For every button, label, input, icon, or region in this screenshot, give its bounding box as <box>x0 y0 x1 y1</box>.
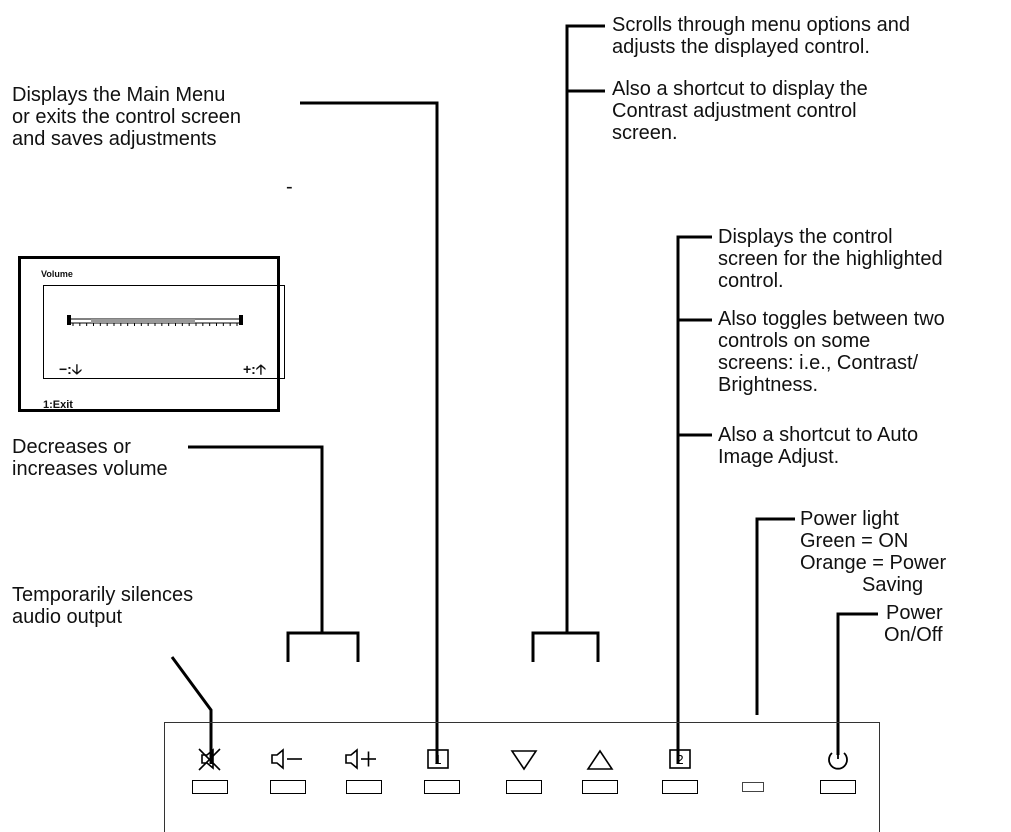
volume-description: Decreases or increases volume <box>12 436 168 480</box>
scroll-description: Scrolls through menu options and adjusts… <box>612 14 910 58</box>
slider-fill <box>91 319 195 323</box>
mute-button[interactable] <box>192 780 228 794</box>
osd-minus-hint: −:🡣 <box>59 359 82 383</box>
text-line: increases volume <box>12 458 168 480</box>
text-line: Also a shortcut to Auto <box>718 424 919 446</box>
osd-plus-label: +: <box>243 361 256 377</box>
button-1-icon: 1 <box>427 749 449 769</box>
text-line: Saving <box>862 574 924 596</box>
toggle-description: Also toggles between two controls on som… <box>718 308 945 396</box>
text-line: Displays the control <box>718 226 893 248</box>
contrast-shortcut-description: Also a shortcut to display the Contrast … <box>612 78 868 144</box>
power-light-description: Power light Green = ON Orange = Power Sa… <box>800 508 946 596</box>
volume-osd-screen: Volume −:🡣 +:🡡 1:Exit <box>18 256 285 412</box>
up-button[interactable] <box>582 780 618 794</box>
slider-end-right <box>239 315 243 325</box>
text-line: and saves adjustments <box>12 128 217 150</box>
osd-title: Volume <box>41 269 73 279</box>
power-icon <box>828 748 848 770</box>
down-button[interactable] <box>506 780 542 794</box>
osd-plus-hint: +:🡡 <box>243 359 266 383</box>
volume-down-icon <box>271 748 302 770</box>
slider-end-left <box>67 315 71 325</box>
volume-slider <box>67 315 243 326</box>
text-line: Orange = Power <box>800 552 947 574</box>
text-line: On/Off <box>884 624 943 646</box>
button-2[interactable] <box>662 780 698 794</box>
auto-image-description: Also a shortcut to Auto Image Adjust. <box>718 424 918 468</box>
arrow-down-icon: 🡣 <box>71 361 82 377</box>
text-line: audio output <box>12 606 123 628</box>
volume-down-button[interactable] <box>270 780 306 794</box>
text-line: screens: i.e., Contrast/ <box>718 352 919 374</box>
mute-icon <box>198 748 221 771</box>
volume-up-button[interactable] <box>346 780 382 794</box>
button-2-icon: 2 <box>669 749 691 769</box>
text-line: Temporarily silences <box>12 584 194 606</box>
osd-frame <box>43 285 285 379</box>
control-screen-description: Displays the control screen for the high… <box>718 226 943 292</box>
text-line: Image Adjust. <box>718 446 840 468</box>
main-menu-description: Displays the Main Menu or exits the cont… <box>12 84 241 150</box>
text-line: controls on some <box>718 330 871 352</box>
text-line: Power light <box>800 508 899 530</box>
mute-description: Temporarily silences audio output <box>12 584 193 628</box>
text-line: Displays the Main Menu <box>12 84 226 106</box>
text-line: Decreases or <box>12 436 131 458</box>
arrow-up-icon: 🡡 <box>255 361 266 377</box>
text-line: Also a shortcut to display the <box>612 78 868 100</box>
osd-exit-hint: 1:Exit <box>43 399 73 411</box>
button-2-glyph: 2 <box>676 752 683 767</box>
power-button[interactable] <box>820 780 856 794</box>
text-line: control. <box>718 270 784 292</box>
text-line: Green = ON <box>800 530 909 552</box>
text-line: Contrast adjustment control <box>612 100 857 122</box>
button-1[interactable] <box>424 780 460 794</box>
control-panel <box>164 722 880 832</box>
volume-up-icon <box>345 748 376 770</box>
text-line: or exits the control screen <box>12 106 241 128</box>
text-line: Brightness. <box>718 374 819 396</box>
osd-minus-label: −: <box>59 361 72 377</box>
text-line: screen. <box>612 122 678 144</box>
triangle-up-icon <box>586 749 614 770</box>
power-light-icon <box>742 782 764 792</box>
text-line: screen for the highlighted <box>718 248 943 270</box>
text-line: Scrolls through menu options and <box>612 14 910 36</box>
triangle-down-icon <box>510 750 538 771</box>
stray-mark: - <box>286 176 293 198</box>
text-line: adjusts the displayed control. <box>612 36 870 58</box>
text-line: Also toggles between two <box>718 308 945 330</box>
power-description: Power On/Off <box>884 602 943 646</box>
text-line: Power <box>886 602 943 624</box>
button-1-glyph: 1 <box>434 752 441 767</box>
